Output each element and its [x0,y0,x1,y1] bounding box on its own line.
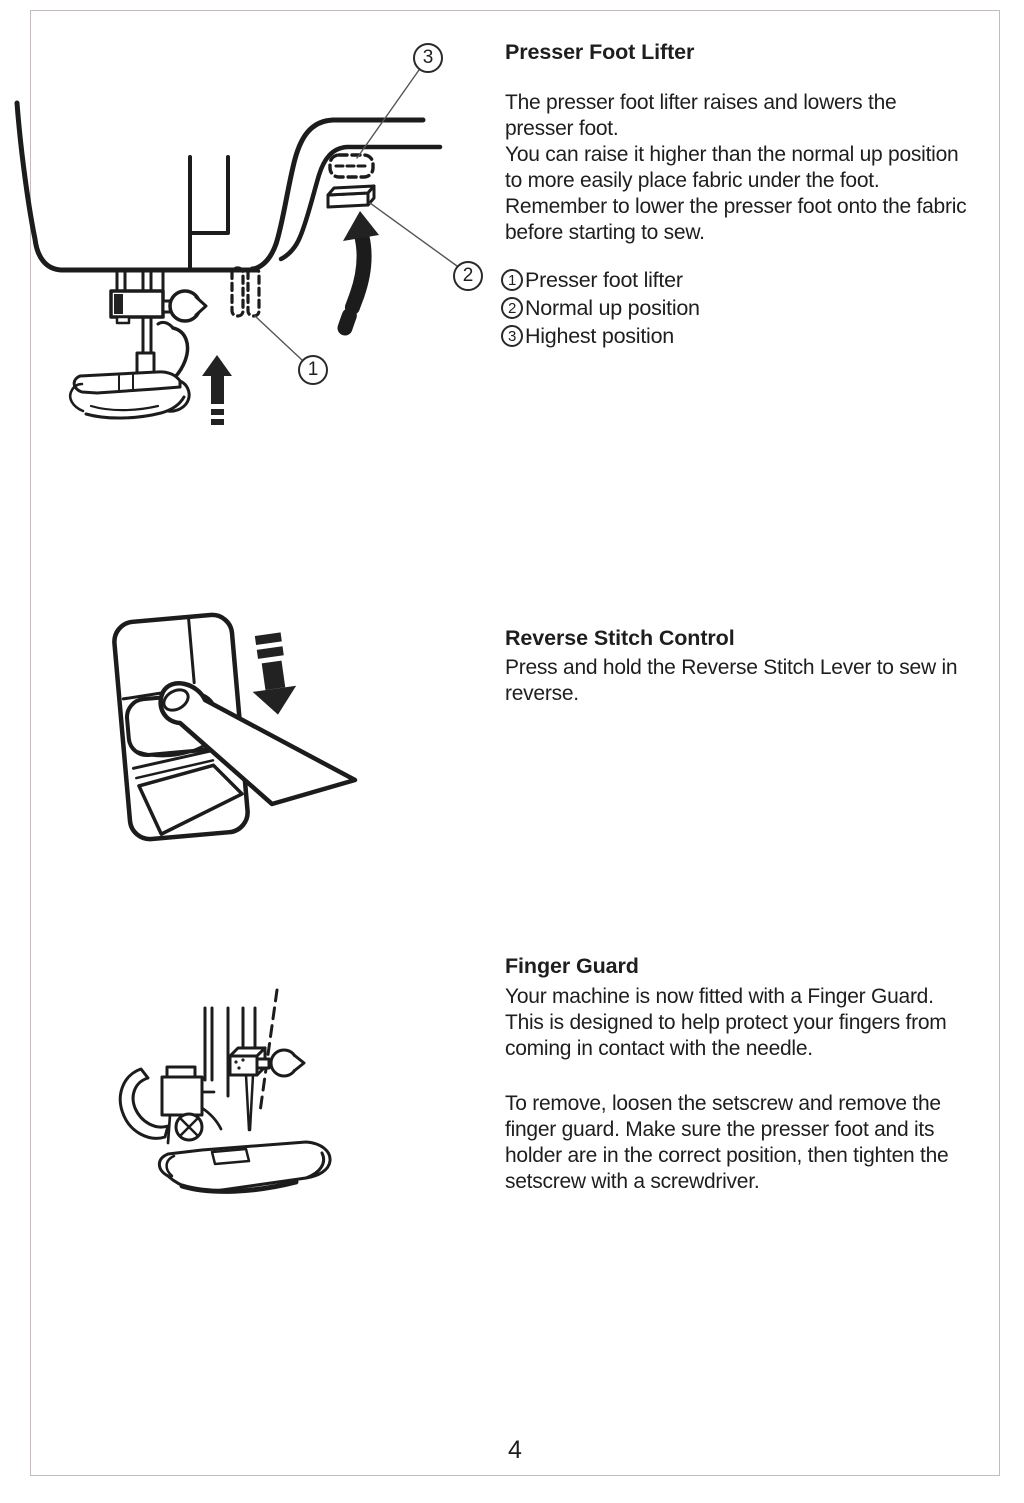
callout-label: Normal up position [525,295,700,320]
callout-number-circle: 3 [501,325,523,347]
callout-label: Presser foot lifter [525,267,683,292]
callout-number-circle: 2 [501,297,523,319]
section-body-presser-foot-lifter: The presser foot lifter raises and lower… [505,91,967,244]
curved-up-arrow [337,211,379,336]
figure-presser-foot-lifter-illustration [14,69,458,425]
finger-guard-part [118,1065,223,1167]
callout-label: Highest position [525,323,674,348]
section-heading-reverse-stitch-control: Reverse Stitch Control [505,626,735,650]
needle-bar-and-presser-bar [203,988,279,1114]
lifter-position-3-dashed [328,153,375,179]
presser-foot-assembly [68,268,208,420]
figure1-marker-3: 3 [413,43,443,73]
figure-finger-guard-illustration [118,988,332,1194]
straight-up-arrow [202,355,232,425]
needle-clamp [228,1046,306,1132]
section-body-finger-guard-para2: To remove, loosen the setscrew and remov… [505,1092,949,1193]
figure1-marker-2: 2 [453,261,483,291]
section-heading-presser-foot-lifter: Presser Foot Lifter [505,40,695,64]
page-border [30,10,1000,1476]
page-number: 4 [508,1436,522,1464]
down-arrow [252,632,297,715]
pressing-finger [158,681,358,807]
section-heading-finger-guard: Finger Guard [505,954,639,978]
figure1-marker-1: 1 [298,355,328,385]
section-body-finger-guard-para1: Your machine is now fitted with a Finger… [505,985,947,1060]
lifter-lever-bar [326,184,376,209]
figure-reverse-stitch-illustration [112,612,358,842]
callout-number-circle: 1 [501,269,523,291]
lifter-position-1-dashed [230,266,261,318]
machine-body-outline [14,100,443,273]
callout-leader-lines [254,69,458,361]
section-body-reverse-stitch-control: Press and hold the Reverse Stitch Lever … [505,656,958,705]
presser-foot-sole [157,1140,332,1194]
